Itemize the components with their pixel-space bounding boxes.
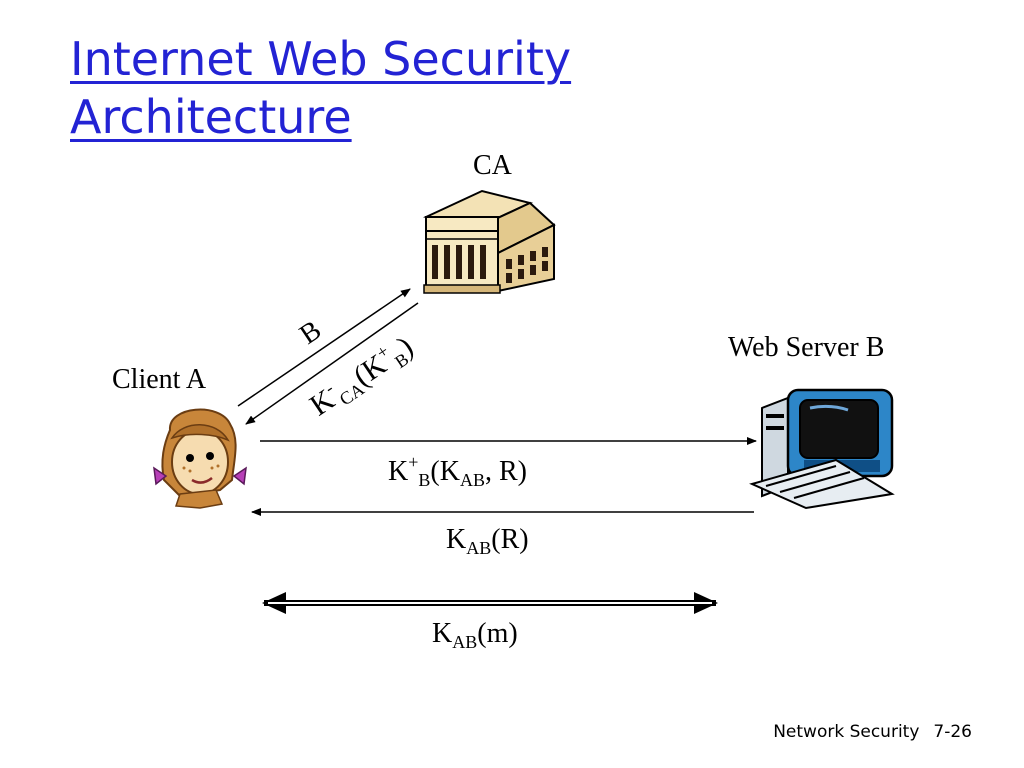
slide-title-line1: Internet Web Security [70,32,572,86]
server-label: Web Server B [728,332,885,363]
woman-face-icon [153,408,247,509]
label-data: KAB(m) [432,618,518,652]
label-nonce: KAB(R) [446,524,529,558]
computer-icon [749,388,895,510]
label-b: B [294,315,327,351]
slide-title-line2: Architecture [70,90,352,144]
label-key-exchange: K+B(KAB, R) [388,452,527,490]
arrow-client-to-ca [237,288,411,407]
building-icon [423,189,556,294]
arrow-ca-to-client [245,302,419,425]
client-label: Client A [112,364,207,395]
footer-course: Network Security [773,722,920,742]
footer-page-number: 7-26 [933,722,972,742]
ca-label: CA [473,150,512,181]
slide-footer: Network Security 7-26 [773,722,972,742]
slide-title: Internet Web Security Architecture [70,30,571,146]
